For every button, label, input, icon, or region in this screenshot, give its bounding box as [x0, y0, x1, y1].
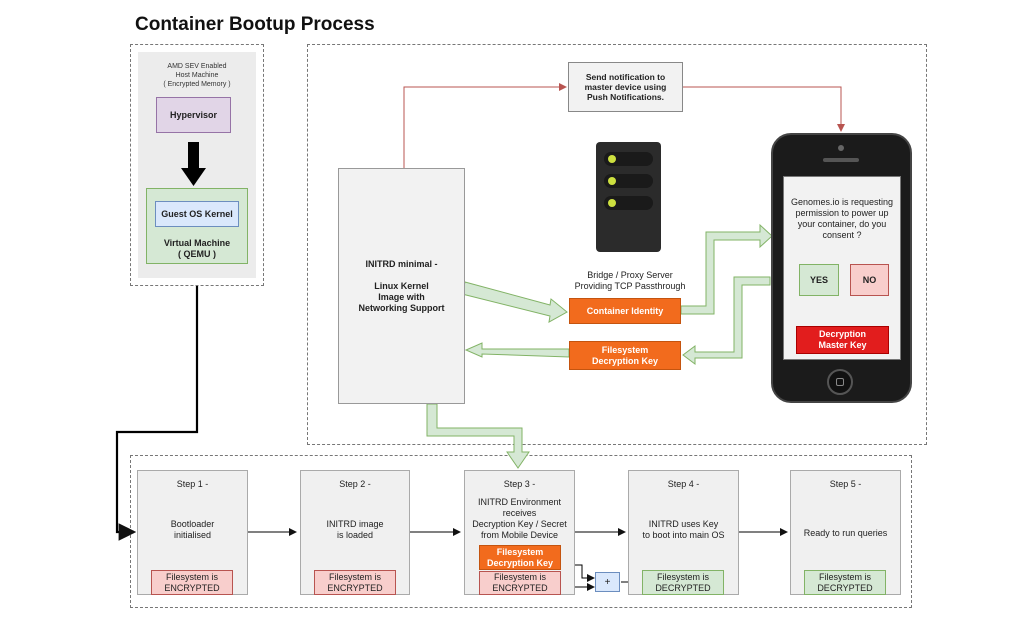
vm-label: Virtual Machine ( QEMU )	[146, 238, 248, 260]
step-description-line: INITRD image	[326, 519, 384, 529]
phone-prompt-line: consent ?	[822, 230, 862, 240]
bridge-caption-line: Providing TCP Passthrough	[574, 281, 686, 291]
initrd-line: INITRD minimal -	[365, 258, 438, 269]
step-description-line: Bootloader	[170, 519, 215, 529]
plus-label: +	[604, 576, 611, 588]
notification-box: Send notification to master device using…	[568, 62, 683, 112]
fs-key-line: Decryption Key	[591, 355, 659, 366]
step-description: INITRD Environment receives Decryption K…	[469, 497, 570, 541]
step-description-line: to boot into main OS	[642, 530, 725, 540]
host-machine-caption: AMD SEV Enabled Host Machine ( Encrypted…	[138, 62, 256, 89]
status-line: Filesystem is	[493, 572, 546, 582]
diagram-title: Container Bootup Process	[135, 14, 375, 35]
yes-button[interactable]: YES	[799, 264, 839, 296]
phone-prompt-line: your container, do you	[797, 219, 887, 229]
fs-key-line: Decryption Key	[486, 557, 554, 568]
step-description: Bootloader initialised	[142, 519, 243, 541]
host-to-step1-connector	[115, 286, 199, 541]
step-description-line: INITRD Environment	[477, 497, 562, 507]
decryption-master-key-box: Decryption Master Key	[796, 326, 889, 354]
step-status-badge: Filesystem is ENCRYPTED	[479, 571, 561, 595]
step-description-line: Decryption Key / Secret	[472, 519, 567, 529]
status-line: Filesystem is	[656, 571, 709, 582]
no-label: NO	[862, 274, 877, 285]
vm-label-line: Virtual Machine	[163, 238, 231, 248]
phone-prompt-line: Genomes.io is requesting	[790, 197, 894, 207]
fs-key-line: Filesystem	[496, 546, 544, 557]
guest-os-kernel-label: Guest OS Kernel	[161, 208, 233, 219]
initrd-box: INITRD minimal - Linux Kernel Image with…	[338, 168, 465, 404]
container-identity-label: Container Identity	[586, 305, 664, 316]
vm-label-line: ( QEMU )	[178, 249, 216, 259]
bridge-caption-line: Bridge / Proxy Server	[587, 270, 673, 280]
hypervisor-box: Hypervisor	[156, 97, 231, 133]
status-line: DECRYPTED	[655, 582, 711, 593]
status-line: ENCRYPTED	[164, 582, 220, 593]
notification-line: Push Notifications.	[587, 92, 664, 102]
phone-prompt-line: permission to power up	[795, 208, 889, 218]
host-caption-line: AMD SEV Enabled	[167, 63, 227, 70]
phone-prompt: Genomes.io is requesting permission to p…	[785, 197, 899, 241]
container-identity-box: Container Identity	[569, 298, 681, 324]
notification-line: master device using	[584, 82, 667, 92]
step-description-line: Ready to run queries	[803, 528, 888, 538]
host-machine-panel	[130, 44, 264, 286]
step-heading: Step 2 -	[339, 479, 371, 489]
step-description: Ready to run queries	[795, 528, 896, 539]
step-heading: Step 3 -	[503, 479, 536, 489]
notification-to-phone-line	[683, 86, 845, 132]
step-description-line: is loaded	[336, 530, 374, 540]
server-region-panel	[307, 44, 927, 445]
no-button[interactable]: NO	[850, 264, 889, 296]
phone-speaker	[823, 158, 859, 162]
guest-os-kernel-box: Guest OS Kernel	[155, 201, 239, 227]
notification-line: Send notification to	[585, 72, 666, 82]
server-icon	[596, 142, 661, 252]
master-key-line: Master Key	[818, 340, 867, 350]
phone-home-button	[827, 369, 853, 395]
phone-camera	[838, 145, 844, 151]
fs-key-line: Filesystem	[601, 344, 649, 355]
green-flow-arrows	[426, 223, 773, 469]
step-heading: Step 1 -	[176, 479, 209, 489]
step-heading: Step 5 -	[829, 479, 862, 489]
initrd-to-notification-line	[403, 83, 567, 168]
status-line: Filesystem is	[328, 571, 381, 582]
initrd-line: Networking Support	[358, 302, 445, 313]
plus-operator-box: +	[595, 572, 620, 592]
status-line: Filesystem is	[165, 571, 218, 582]
bridge-caption: Bridge / Proxy Server Providing TCP Pass…	[550, 270, 710, 292]
hypervisor-label: Hypervisor	[169, 109, 218, 120]
master-key-line: Decryption	[818, 329, 866, 339]
step-description: INITRD uses Key to boot into main OS	[633, 519, 734, 541]
step-status-badge: Filesystem is DECRYPTED	[642, 570, 724, 595]
status-line: ENCRYPTED	[327, 582, 383, 593]
host-caption-line: Host Machine	[175, 72, 219, 79]
yes-label: YES	[809, 274, 828, 285]
status-line: Filesystem is	[818, 571, 871, 582]
step-heading: Step 4 -	[667, 479, 700, 489]
step-status-badge: Filesystem is DECRYPTED	[804, 570, 886, 595]
hypervisor-to-vm-arrow	[181, 142, 206, 186]
step-status-badge: Filesystem is ENCRYPTED	[151, 570, 233, 595]
step3-decryption-key-box: Filesystem Decryption Key	[479, 545, 561, 570]
step-connectors	[248, 528, 788, 591]
step-status-badge: Filesystem is ENCRYPTED	[314, 570, 396, 595]
step-description-line: INITRD uses Key	[648, 519, 719, 529]
initrd-line: Image with	[378, 291, 425, 302]
step-description-line: from Mobile Device	[480, 530, 559, 540]
step-description-line: initialised	[173, 530, 212, 540]
step-description-line: receives	[502, 508, 537, 518]
initrd-line: Linux Kernel	[374, 280, 429, 291]
host-caption-line: ( Encrypted Memory )	[163, 81, 231, 88]
status-line: DECRYPTED	[817, 582, 873, 593]
fs-decryption-key-box: Filesystem Decryption Key	[569, 341, 681, 370]
step-description: INITRD image is loaded	[305, 519, 405, 541]
status-line: ENCRYPTED	[492, 583, 548, 593]
